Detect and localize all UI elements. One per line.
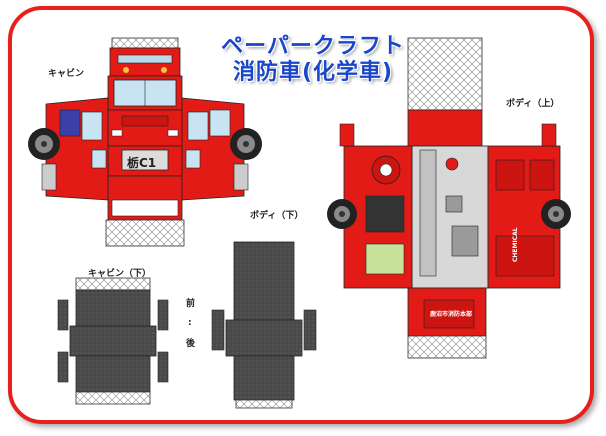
body-top-template [327,37,571,359]
cabin-bottom-template [57,277,169,405]
body-bottom-template [211,241,317,409]
label-cabin: キャビン [48,69,85,79]
colon-mark: : [188,318,192,328]
side-text: CHEMICAL [512,227,519,262]
label-body-top: ボディ（上） [506,99,560,109]
label-rear: 後 [186,339,196,349]
license-plate: 栃C1 [127,156,157,170]
cabin-template [28,37,262,247]
title-line-2: 消防車(化学車) [232,60,394,85]
title-line-1: ペーパークラフト [221,34,405,59]
label-body-bottom: ボディ（下） [250,211,304,221]
label-front: 前 [186,299,196,309]
unit-name: 鹿沼市消防本部 [430,311,473,318]
label-cabin-bottom: キャビン（下） [88,269,152,279]
